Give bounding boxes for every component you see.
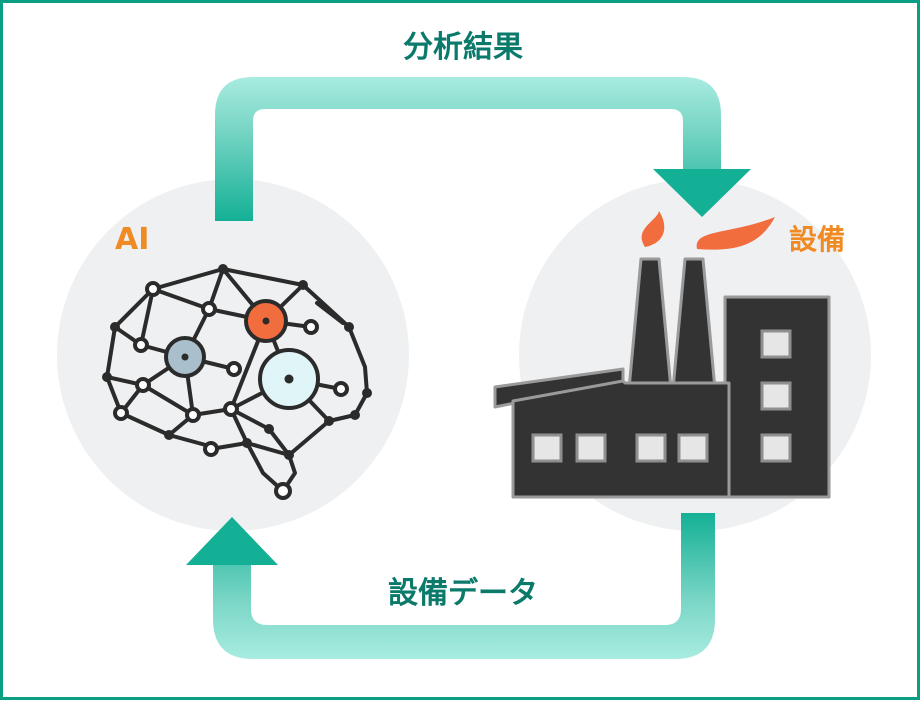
equipment-data-label: 設備データ xyxy=(388,576,538,611)
factory-window xyxy=(677,433,709,463)
left-flame-icon xyxy=(641,211,665,247)
right-flame-icon xyxy=(696,217,775,250)
factory-window xyxy=(760,433,792,463)
factory-window xyxy=(531,433,563,463)
bottom-arrow-head xyxy=(186,517,278,565)
top-arrow-head xyxy=(653,169,751,217)
ai-brain-network-icon xyxy=(102,264,372,500)
factory-main-building xyxy=(511,379,731,499)
factory-window xyxy=(760,329,792,359)
analysis-result-label: 分析結果 xyxy=(403,30,523,65)
facility-label: 設備 xyxy=(789,223,846,256)
factory-window xyxy=(575,433,607,463)
bottom-flow-arrow xyxy=(186,513,715,659)
factory-window xyxy=(760,381,792,411)
factory-icon xyxy=(493,211,831,499)
factory-window xyxy=(635,433,667,463)
ai-background-circle xyxy=(57,179,409,531)
diagram-canvas xyxy=(57,77,871,659)
top-flow-arrow xyxy=(215,77,751,221)
ai-label: AI xyxy=(115,222,150,257)
